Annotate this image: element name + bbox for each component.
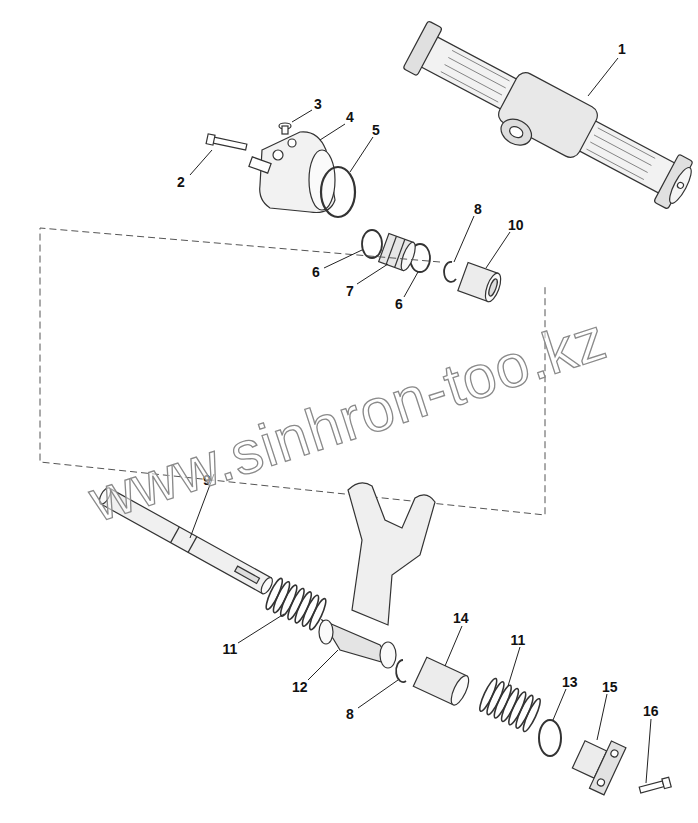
watermark: www.sinhron-too.kz bbox=[83, 308, 613, 531]
callout-number: 3 bbox=[314, 97, 322, 111]
sleeve bbox=[413, 657, 472, 707]
callout-number: 16 bbox=[643, 704, 659, 718]
callout-number: 12 bbox=[292, 680, 308, 694]
callout-number: 6 bbox=[312, 265, 320, 279]
callout-number: 13 bbox=[562, 675, 578, 689]
shift-fork bbox=[319, 483, 435, 668]
o-ring bbox=[321, 167, 355, 217]
o-ring bbox=[539, 720, 561, 756]
callout-number: 5 bbox=[372, 123, 380, 137]
bolt bbox=[206, 134, 247, 152]
callout-number: 4 bbox=[346, 110, 354, 124]
callout-number: 14 bbox=[453, 611, 469, 625]
callout-number: 1 bbox=[618, 42, 626, 56]
coil-spring bbox=[477, 677, 543, 733]
callout-number: 8 bbox=[474, 202, 482, 216]
seal-ring bbox=[362, 230, 382, 258]
sleeve bbox=[458, 262, 504, 303]
callout-number: 15 bbox=[602, 680, 618, 694]
axle-housing bbox=[396, 20, 698, 225]
coil-spring bbox=[263, 577, 328, 631]
end-cap bbox=[568, 731, 626, 795]
callout-number: 7 bbox=[346, 284, 354, 298]
snap-ring bbox=[396, 660, 406, 682]
bolt bbox=[639, 777, 672, 795]
screw bbox=[279, 123, 291, 134]
callout-number: 2 bbox=[177, 175, 185, 189]
callout-number: 10 bbox=[508, 218, 524, 232]
callout-number: 6 bbox=[395, 297, 403, 311]
callout-number: 11 bbox=[511, 633, 526, 647]
snap-ring bbox=[444, 262, 456, 282]
callout-number: 8 bbox=[346, 707, 354, 721]
callout-number: 11 bbox=[223, 642, 238, 656]
